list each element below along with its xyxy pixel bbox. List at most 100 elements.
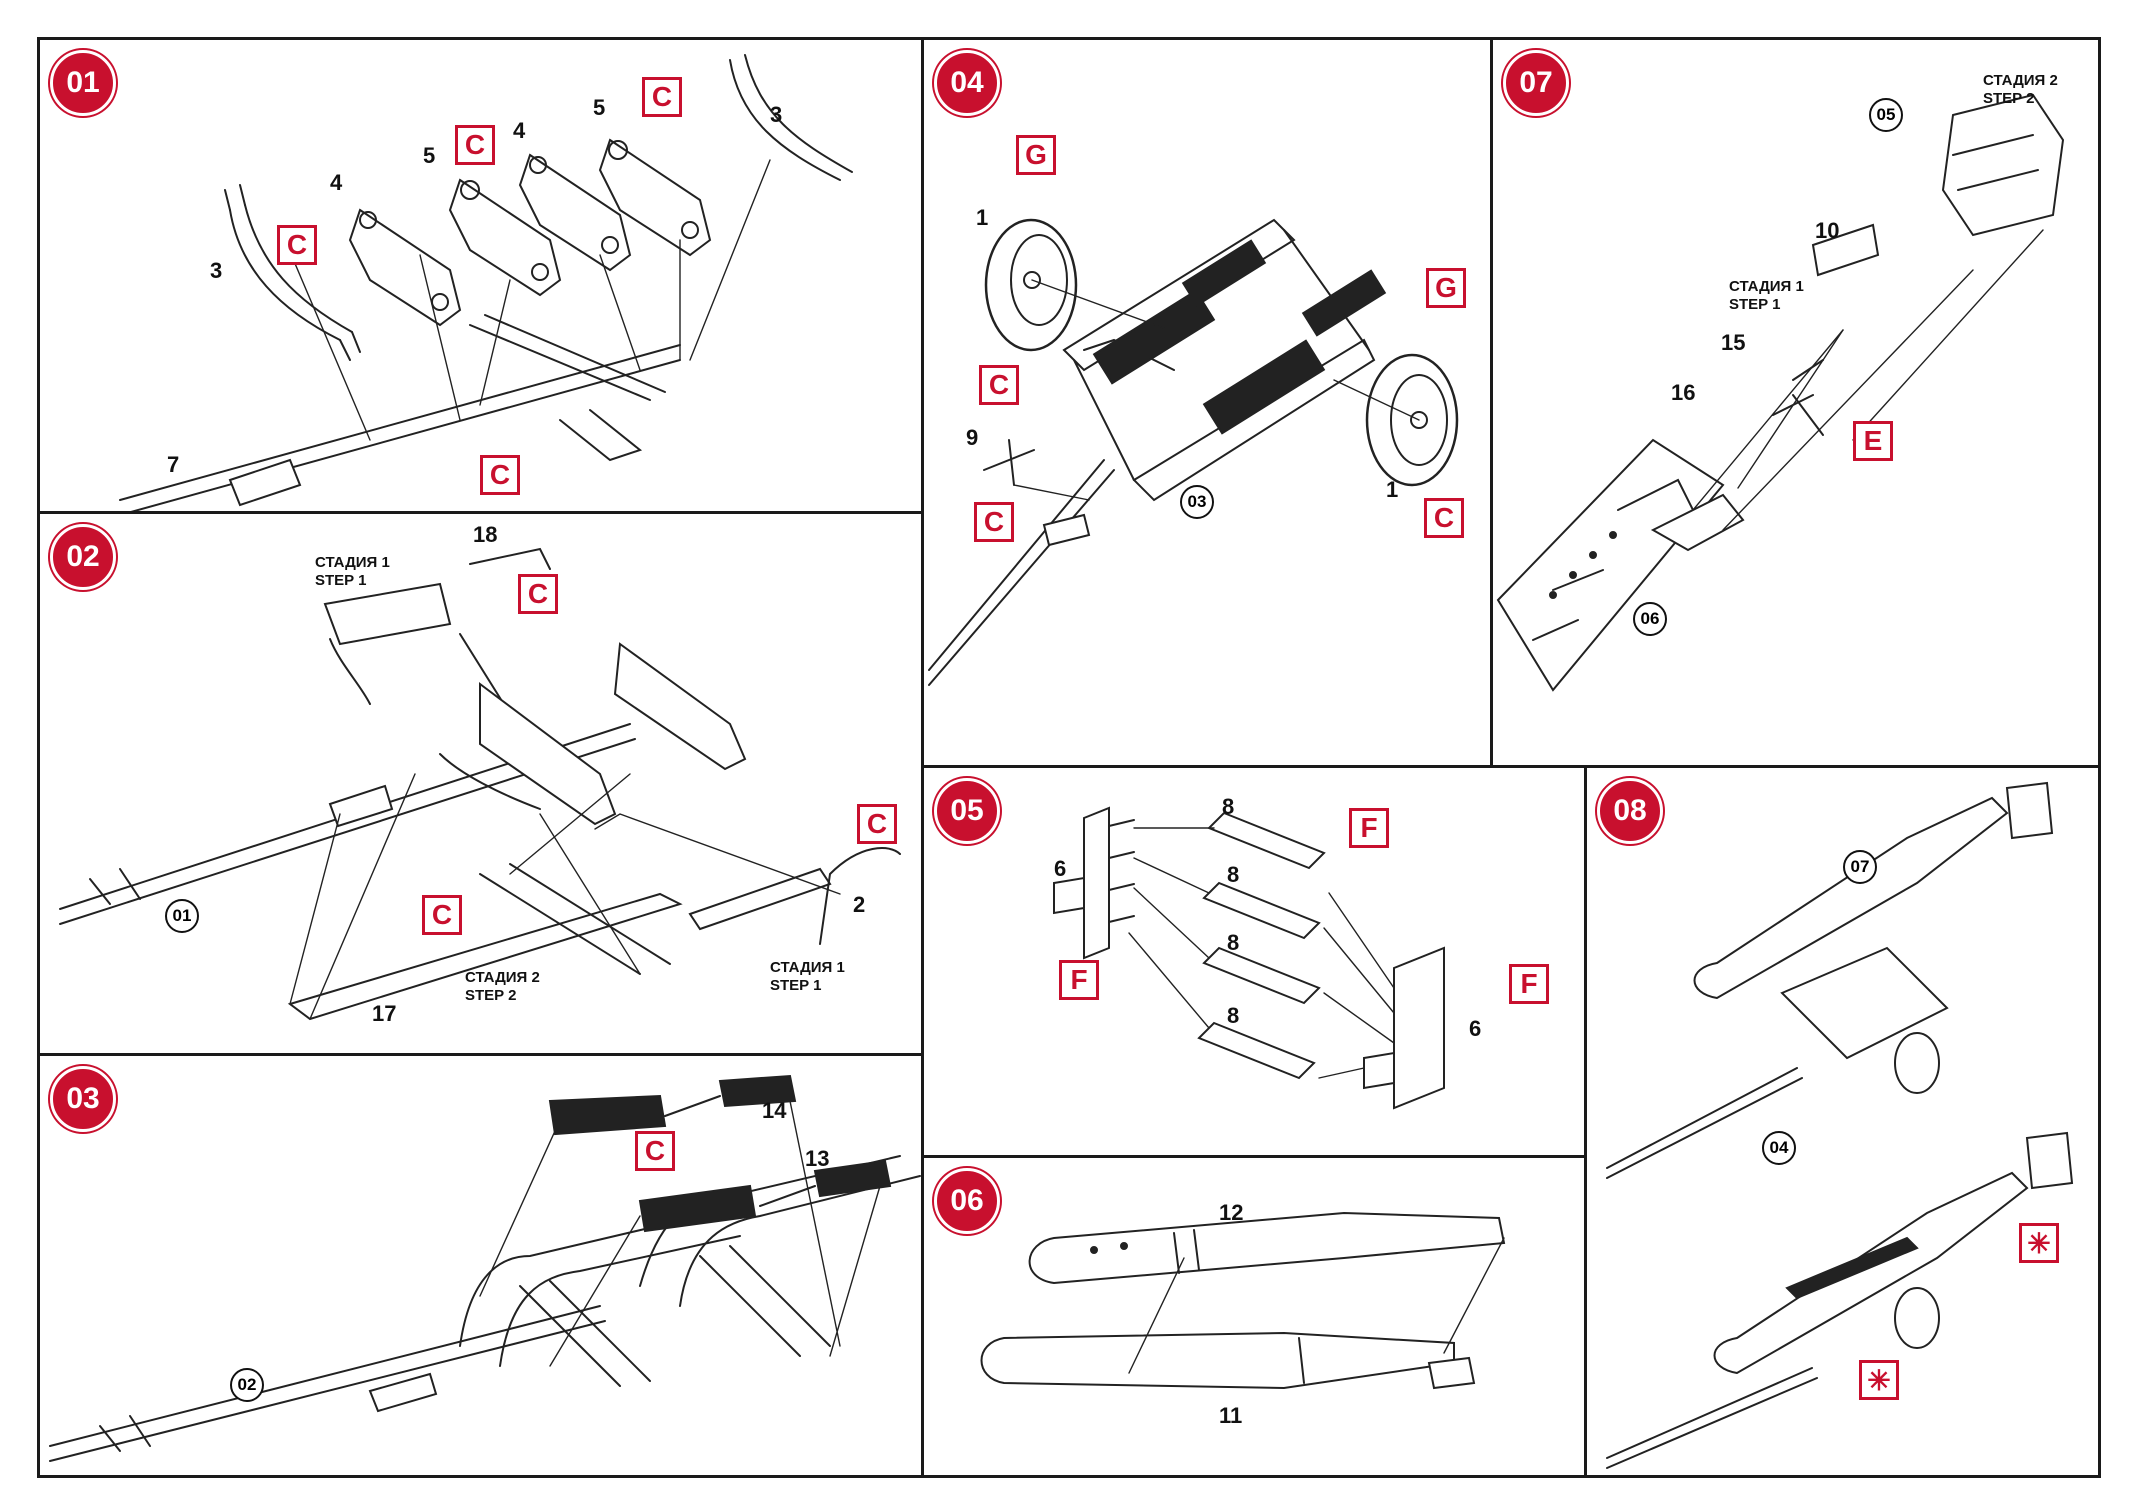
bracket-3-right — [729, 54, 853, 181]
part-number: 8 — [1227, 1003, 1240, 1028]
step-03-panel: 03 C 14 13 02 — [37, 1053, 924, 1478]
step-01-panel: 01 C C C C 3 4 5 4 5 3 7 — [37, 37, 924, 514]
part-tag-c: C — [455, 125, 495, 165]
part-number: 1 — [1386, 477, 1399, 502]
mat-lower — [1785, 1236, 1919, 1300]
step-02-panel: 02 СТАДИЯ 1 STEP 1 СТАДИЯ 2 STEP 2 СТАДИ… — [37, 511, 924, 1056]
step-badge: 08 — [1597, 778, 1663, 844]
stage-2-label: СТАДИЯ 2 STEP 2 — [465, 969, 540, 1004]
step-reference: 01 — [165, 899, 199, 933]
step-reference: 06 — [1633, 602, 1667, 636]
bomb-lower — [1713, 1171, 2029, 1375]
bomb-half-12 — [1028, 1211, 1506, 1285]
part-number: 6 — [1469, 1016, 1482, 1041]
part-tag-f: F — [1509, 964, 1549, 1004]
bomb-tail-section — [1496, 438, 1725, 692]
step-02-drawing — [59, 547, 901, 1021]
part-number: 5 — [423, 143, 436, 168]
step-reference: 05 — [1869, 98, 1903, 132]
tail-box-upper — [2005, 781, 2054, 840]
part-number: 1 — [976, 205, 989, 230]
step-07-panel: 07 СТАДИЯ 2 STEP 2 СТАДИЯ 1 STEP 1 E 10 … — [1490, 37, 2101, 768]
assembly-arrows — [1128, 827, 1395, 1079]
part-tag-c: C — [422, 895, 462, 935]
step-reference: 03 — [1180, 485, 1214, 519]
assembly-arrows — [479, 1100, 881, 1367]
part-tag-c: C — [635, 1131, 675, 1171]
step-05-drawing — [1053, 806, 1445, 1110]
bar-2 — [688, 867, 832, 931]
part-number: 5 — [593, 95, 606, 120]
wheel-upper — [1894, 1032, 1940, 1094]
assembly-arrows — [1013, 279, 1420, 501]
plate-5-left — [448, 178, 562, 297]
stage-1-label: СТАДИЯ 1 STEP 1 — [1729, 278, 1804, 313]
step-01-drawing — [119, 54, 853, 511]
cross-bar — [469, 314, 666, 401]
step-05-panel: 05 F F F 8 8 8 8 6 6 — [921, 765, 1587, 1158]
plate-assembly-left — [479, 682, 617, 826]
mat — [1301, 269, 1387, 337]
step-06-drawing — [980, 1211, 1506, 1390]
part-number: 9 — [966, 425, 979, 450]
part-tag-e: E — [1853, 421, 1893, 461]
part-number: 7 — [167, 452, 180, 477]
step-badge: 05 — [934, 778, 1000, 844]
part-tag-c: C — [974, 502, 1014, 542]
tow-bar — [928, 459, 1115, 686]
step-badge: 06 — [934, 1168, 1000, 1234]
mat-13-right — [813, 1159, 892, 1198]
part-number: 10 — [1815, 218, 1840, 243]
assembly-arrows — [289, 773, 841, 1020]
step-badge: 04 — [934, 50, 1000, 116]
strip-8 — [1197, 1021, 1316, 1080]
part-tag-c: C — [642, 77, 682, 117]
step-04-drawing — [928, 218, 1459, 686]
frame-beam — [119, 344, 681, 511]
lower-frame-17 — [287, 892, 683, 1021]
plate-4-left — [348, 208, 462, 327]
comb-6-left — [1053, 806, 1110, 960]
part-number: 8 — [1227, 862, 1240, 887]
tail-fin-mount — [1617, 478, 1745, 552]
mat-14-left — [548, 1094, 667, 1136]
mat-14-right — [718, 1074, 797, 1108]
step-reference: 02 — [230, 1368, 264, 1402]
part-tag-f: F — [1059, 960, 1099, 1000]
step-badge: 07 — [1503, 50, 1569, 116]
part-tag-c: C — [857, 804, 897, 844]
beam-sleeve — [228, 458, 302, 507]
strip-8 — [1202, 946, 1321, 1005]
stage-2-label: СТАДИЯ 2 STEP 2 — [1983, 72, 2058, 107]
step-04-panel: 04 G C G C C 1 1 9 03 — [921, 37, 1493, 768]
part-tag-c: C — [480, 455, 520, 495]
step-badge: 02 — [50, 524, 116, 590]
part-number: 2 — [853, 892, 866, 917]
step-reference: 07 — [1843, 850, 1877, 884]
pin-9 — [983, 439, 1035, 486]
part-number: 16 — [1671, 380, 1696, 405]
stage-1-label-top: СТАДИЯ 1 STEP 1 — [315, 554, 390, 589]
wheel-left — [984, 218, 1078, 352]
part-tag-g: G — [1426, 268, 1466, 308]
part-10 — [1811, 223, 1880, 277]
part-number: 12 — [1219, 1200, 1244, 1225]
step-07-drawing — [1496, 93, 2065, 692]
mat — [1202, 339, 1326, 435]
strip-8 — [1207, 811, 1326, 870]
step-03-drawing — [49, 1074, 921, 1462]
part-number: 17 — [372, 1001, 397, 1026]
step-badge: 01 — [50, 50, 116, 116]
part-number: 8 — [1227, 930, 1240, 955]
part-tag-c: C — [518, 574, 558, 614]
part-number: 15 — [1721, 330, 1746, 355]
mat — [1092, 289, 1216, 385]
part-tag-g: G — [1016, 135, 1056, 175]
comb-6-right — [1363, 946, 1445, 1110]
part-number: 3 — [770, 102, 783, 127]
strip-8 — [1202, 881, 1321, 940]
step-08-drawing — [1606, 781, 2074, 1469]
frame-beam — [49, 1305, 606, 1462]
assembly-arrow — [1737, 329, 1844, 489]
